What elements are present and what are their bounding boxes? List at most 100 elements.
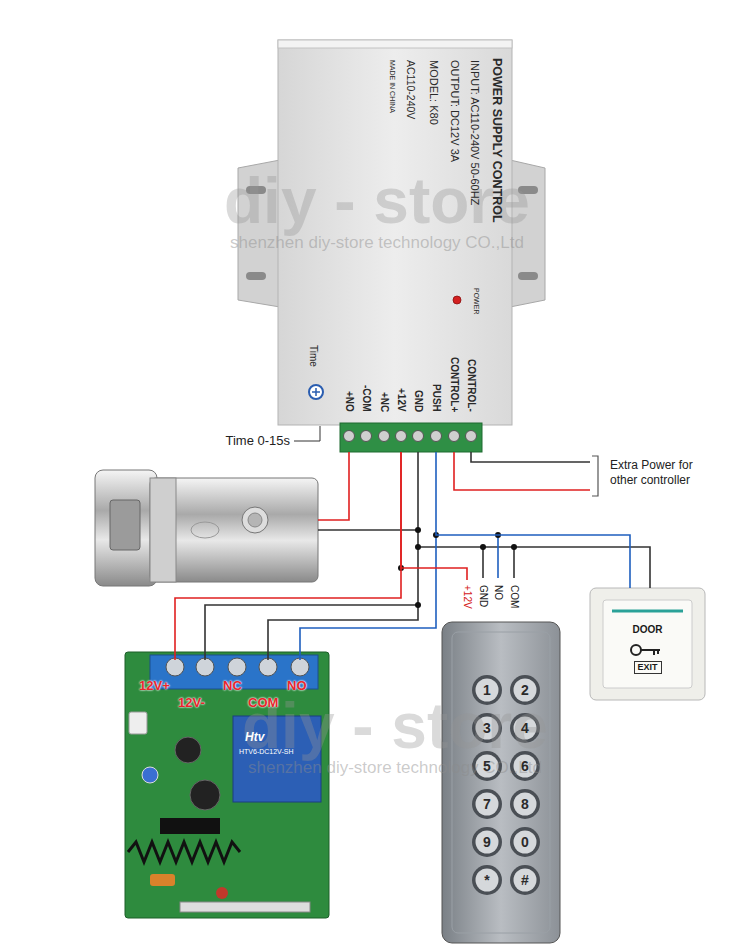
relay-board-part bbox=[196, 658, 214, 676]
terminal-label: PUSH bbox=[430, 384, 442, 412]
terminal-block-part bbox=[344, 431, 355, 442]
time-knob-part bbox=[312, 388, 320, 396]
relay-board-part bbox=[259, 658, 277, 676]
key-digit: 9 bbox=[472, 827, 502, 857]
key-digit: 5 bbox=[472, 751, 502, 781]
terminal-block-part bbox=[379, 431, 390, 442]
wire-part bbox=[454, 452, 590, 490]
key-digit: 2 bbox=[510, 675, 540, 705]
note-label: Extra Power for other controller bbox=[610, 458, 714, 488]
key-button: 6 bbox=[510, 751, 540, 781]
key-button: 3 bbox=[472, 713, 502, 743]
relay-board-part bbox=[190, 780, 220, 810]
device-title: POWER SUPPLY CONTROL bbox=[489, 58, 504, 223]
pin-label: NC bbox=[223, 678, 242, 694]
key-digit: 4 bbox=[510, 713, 540, 743]
wire-label: COM bbox=[508, 585, 520, 608]
key-button: 2 bbox=[510, 675, 540, 705]
electric-lock-part bbox=[242, 507, 268, 533]
relay-board-part bbox=[129, 712, 147, 734]
pin-label: COM bbox=[248, 695, 278, 711]
key-digit: 3 bbox=[472, 713, 502, 743]
wire-part bbox=[318, 452, 349, 520]
callout-label: Time 0-15s bbox=[225, 433, 290, 449]
junction-dot-part bbox=[511, 544, 517, 550]
junction-dot-part bbox=[415, 527, 421, 533]
pin-label: NO bbox=[287, 678, 307, 694]
relay-model: HTV6-DC12V-SH bbox=[239, 748, 293, 756]
key-button: 0 bbox=[510, 827, 540, 857]
spec-text: OUTPUT: DC12V 3A bbox=[448, 60, 461, 162]
junction-dot-part bbox=[415, 602, 421, 608]
wire-label: +12V bbox=[461, 585, 473, 609]
key-button: * bbox=[472, 865, 502, 895]
relay-board-part bbox=[150, 874, 175, 886]
exit-button-part bbox=[590, 588, 705, 700]
terminal-block-part bbox=[413, 431, 424, 442]
key-digit: # bbox=[510, 865, 540, 895]
electric-lock-part bbox=[248, 513, 262, 527]
key-button: 9 bbox=[472, 827, 502, 857]
electric-lock-part bbox=[150, 478, 176, 582]
keypad-part bbox=[510, 789, 540, 819]
wire-label: NO bbox=[492, 585, 504, 600]
wire-connector bbox=[401, 452, 467, 580]
keypad-part bbox=[510, 827, 540, 857]
terminal-label: +NC bbox=[378, 392, 390, 412]
time-knob bbox=[309, 385, 323, 399]
exit-button-part bbox=[603, 600, 692, 688]
relay-board-part bbox=[291, 658, 309, 676]
power-supply-box-part bbox=[518, 272, 538, 280]
junction-dot-part bbox=[415, 544, 421, 550]
wire-connector bbox=[175, 452, 401, 652]
terminal-block-part bbox=[340, 423, 482, 452]
relay-board-part bbox=[216, 887, 228, 899]
power-supply-box-part bbox=[278, 40, 512, 48]
wire-part bbox=[471, 452, 590, 462]
spec-text: AC110-240V bbox=[404, 60, 417, 119]
keypad-part bbox=[472, 789, 502, 819]
exit-button-part bbox=[631, 645, 641, 655]
watermark: diy - store bbox=[224, 163, 530, 240]
relay-board-part bbox=[175, 737, 201, 763]
terminal-block bbox=[340, 423, 482, 452]
leader-line-part bbox=[294, 426, 320, 441]
terminal-block-part bbox=[431, 431, 442, 442]
key-button: 1 bbox=[472, 675, 502, 705]
terminal-label: CONTROL+ bbox=[448, 357, 460, 412]
terminal-block-part bbox=[361, 431, 372, 442]
relay-board-part bbox=[142, 767, 158, 783]
terminal-block-part bbox=[449, 431, 460, 442]
key-button: 7 bbox=[472, 789, 502, 819]
button-label: EXIT bbox=[634, 661, 662, 674]
keypad-node: +12VGNDNOCOM1234567890*# bbox=[440, 580, 562, 944]
relay-board-part bbox=[160, 818, 220, 834]
spec-text: INPUT: AC110-240V 50-60HZ bbox=[468, 60, 481, 205]
keypad bbox=[442, 622, 560, 943]
leader-line bbox=[294, 426, 320, 441]
pin-label: 12V+ bbox=[139, 678, 170, 694]
electric-lock-part bbox=[95, 470, 157, 586]
key-digit: 8 bbox=[510, 789, 540, 819]
wire-part bbox=[482, 547, 484, 578]
wire-part bbox=[205, 605, 418, 660]
exit-button bbox=[590, 588, 705, 700]
exit-button-node: DOOR EXIT bbox=[590, 588, 705, 700]
bracket-part bbox=[592, 456, 598, 496]
terminal-label: GND bbox=[412, 390, 424, 412]
exit-button-part bbox=[641, 650, 660, 655]
spec-text: MODEL: K80 bbox=[427, 60, 440, 125]
wire bbox=[175, 452, 650, 660]
pin-label: 12V- bbox=[178, 695, 205, 711]
electric-lock-part bbox=[150, 478, 318, 582]
electric-lock-part bbox=[191, 522, 219, 538]
relay-board-part bbox=[180, 902, 310, 912]
button-label: DOOR bbox=[633, 624, 663, 636]
terminal-label: CONTROL- bbox=[465, 359, 477, 412]
wire-part bbox=[174, 652, 176, 660]
terminal-label: -COM bbox=[360, 385, 372, 412]
power-supply-box-part bbox=[246, 272, 266, 280]
relay-board bbox=[125, 652, 329, 918]
key-digit: 7 bbox=[472, 789, 502, 819]
